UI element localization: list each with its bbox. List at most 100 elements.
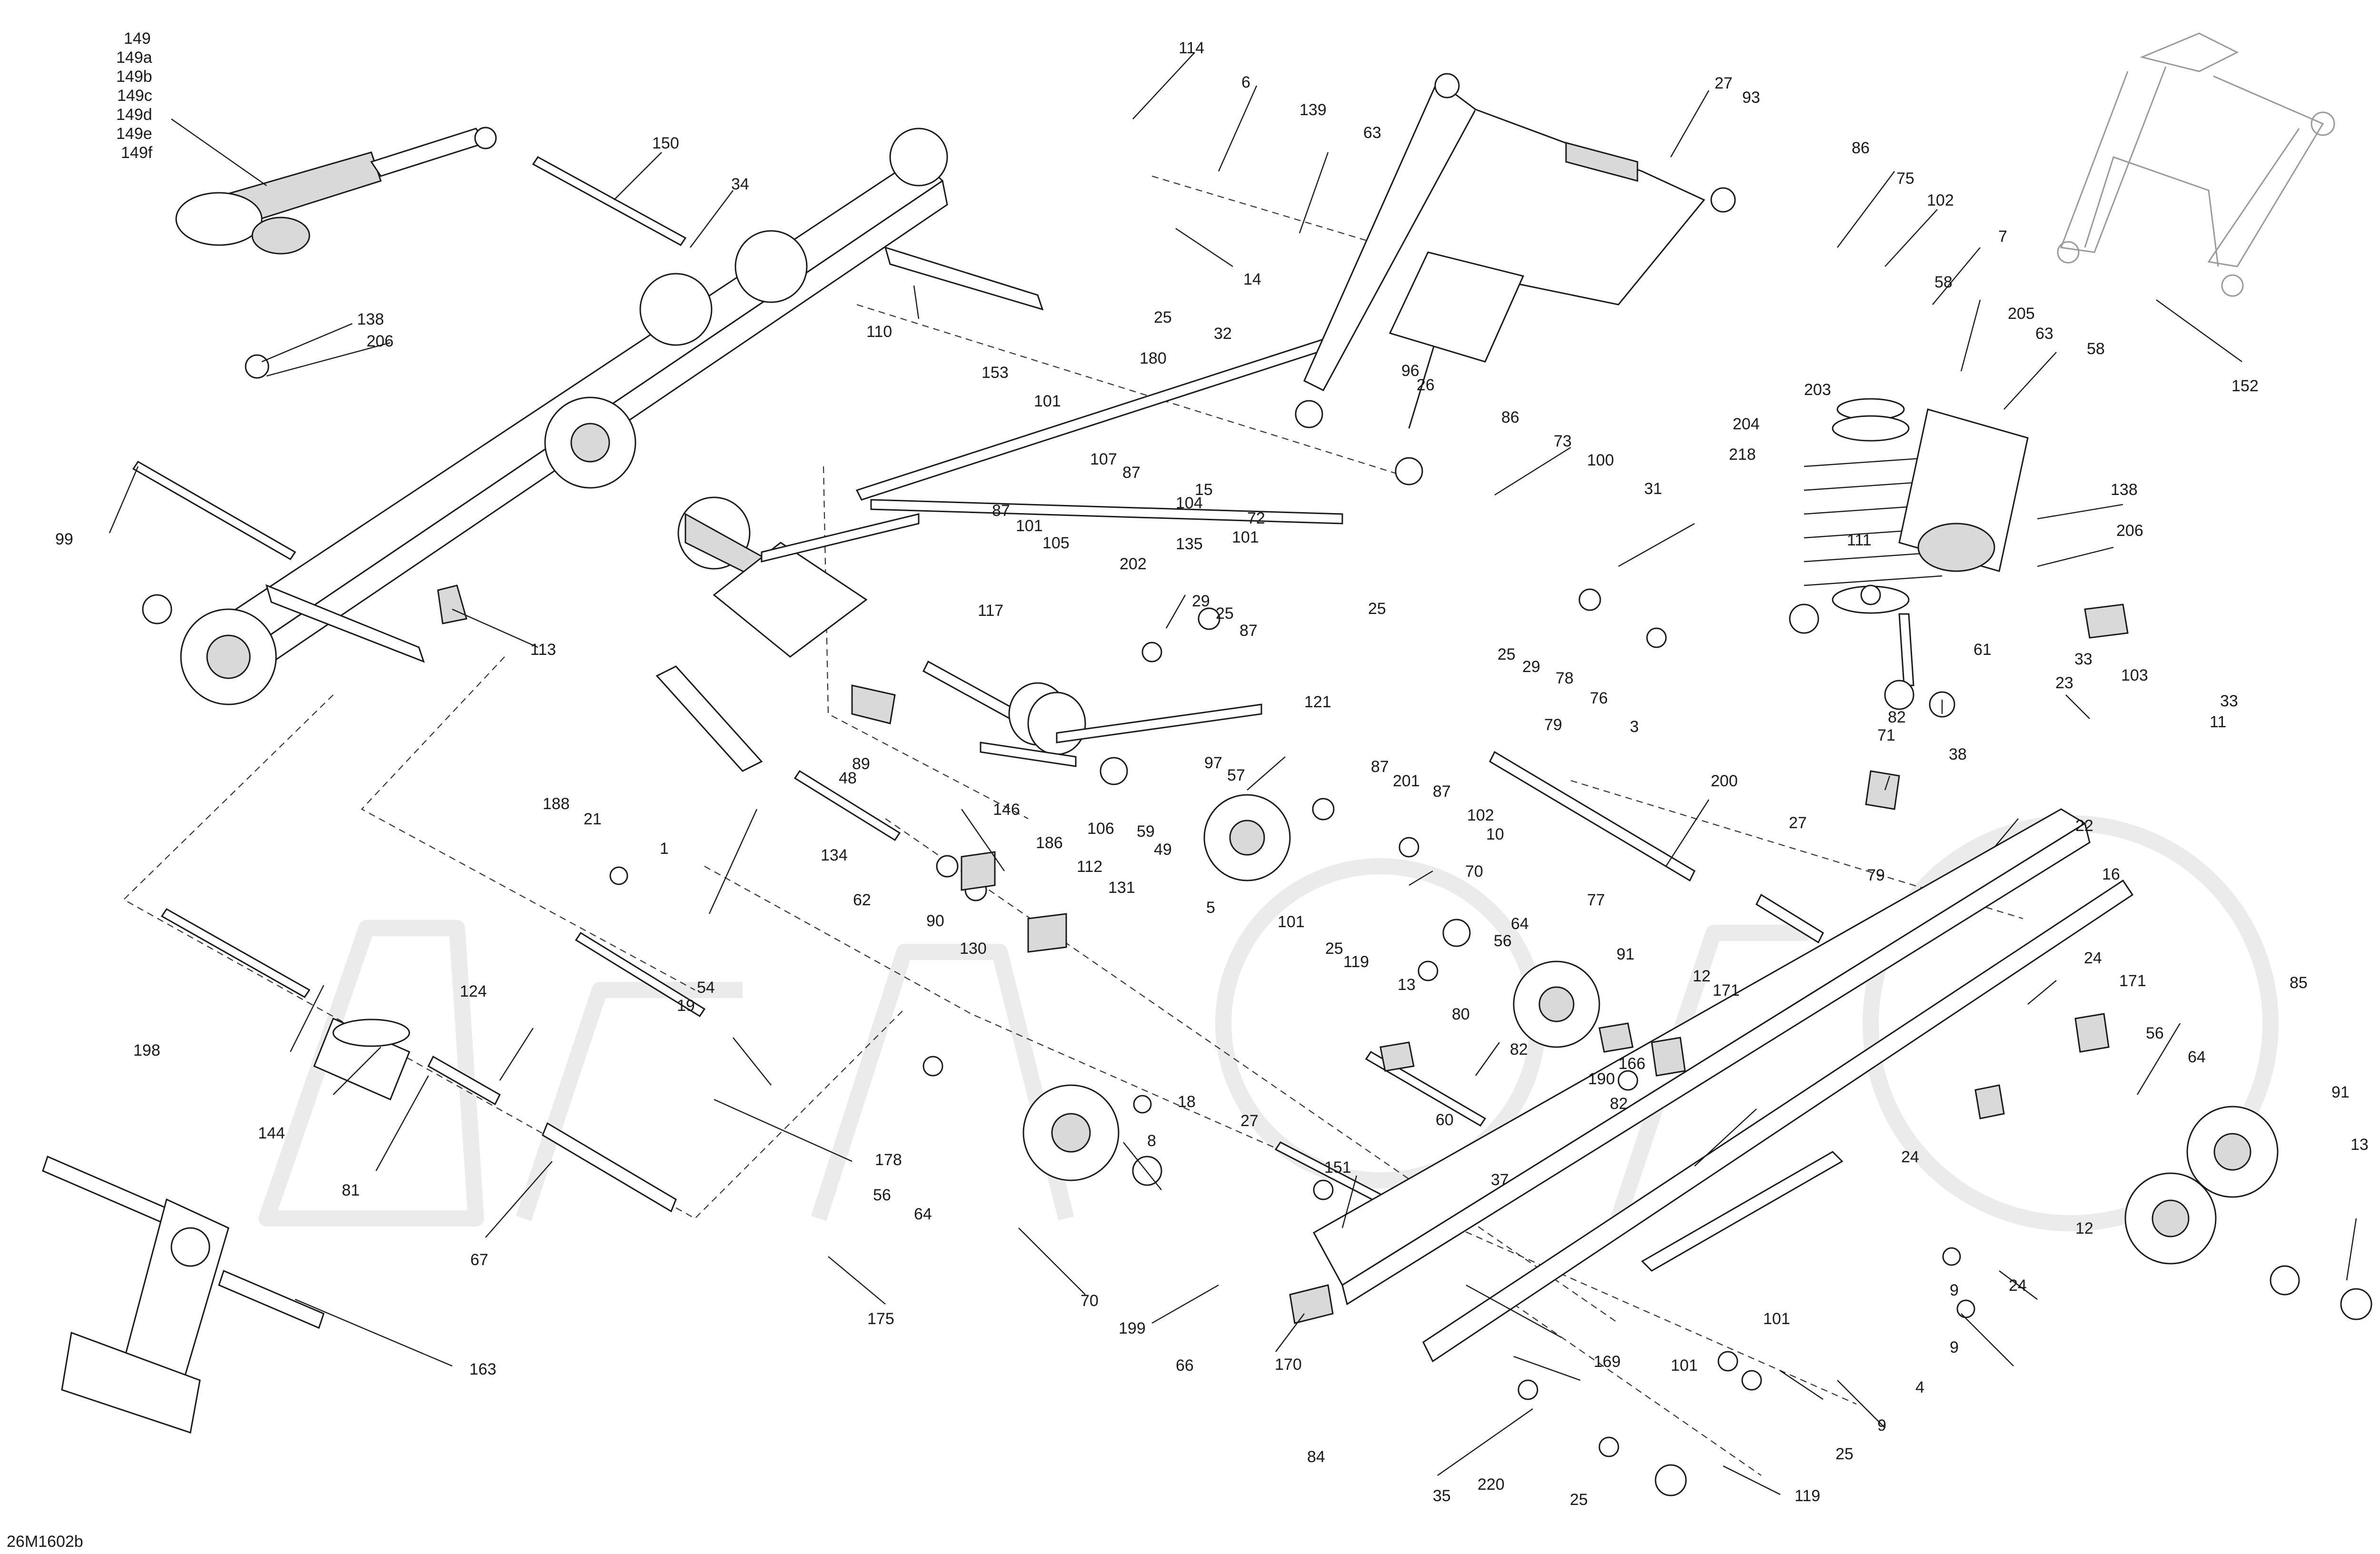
callout-label: 105 (1042, 534, 1070, 552)
rear-arm-ghost (2057, 32, 2335, 297)
stack-label: 149 (124, 30, 151, 48)
callout-label: 87 (1433, 782, 1451, 801)
callout-label: 102 (1927, 191, 1954, 209)
callout-label: 13 (2350, 1136, 2369, 1154)
callout-label: 170 (1275, 1356, 1302, 1374)
leader-lines (109, 52, 2357, 1495)
callout-label: 124 (460, 982, 487, 1000)
callout-label: 19 (677, 997, 695, 1015)
callout-label: 82 (1610, 1095, 1628, 1113)
callout-label: 204 (1733, 415, 1760, 433)
callout-label: 26 (1417, 376, 1435, 394)
callout-label: 206 (367, 332, 394, 350)
callout-label: 56 (2146, 1024, 2164, 1042)
callout-label: 111 (1847, 531, 1872, 549)
callout-label: 152 (2231, 377, 2259, 395)
rear-shock-spring (1789, 398, 2029, 718)
callout-label: 38 (1949, 745, 1967, 763)
callout-labels: 149 149a 149b 149c 149d 149e 149f 150 34… (7, 30, 2369, 1551)
callout-label: 202 (1120, 555, 1147, 573)
callout-label: 87 (1240, 622, 1258, 640)
callout-label: 203 (1804, 381, 1831, 399)
callout-label: 3 (1630, 718, 1639, 736)
callout-label: 58 (2087, 340, 2105, 358)
callout-label: 206 (2116, 522, 2143, 540)
callout-label: 218 (1729, 445, 1756, 464)
drive-axle-lower (42, 1155, 325, 1434)
callout-label: 169 (1594, 1353, 1621, 1371)
callout-label: 90 (926, 912, 944, 930)
callout-label: 62 (853, 891, 871, 909)
callout-label: 9 (1877, 1416, 1886, 1435)
callout-label: 150 (652, 134, 679, 152)
callout-label: 130 (960, 940, 987, 958)
callout-label: 24 (1901, 1148, 1919, 1166)
callout-label: 25 (1154, 308, 1172, 327)
stack-label: 149f (121, 144, 153, 162)
callout-label: 6 (1241, 73, 1250, 91)
tubes (313, 660, 1824, 1213)
callout-label: 32 (1214, 325, 1232, 343)
callout-label: 7 (1998, 228, 2007, 246)
callout-label: 101 (1034, 392, 1061, 410)
callout-label: 200 (1711, 772, 1738, 790)
callout-label: 112 (1077, 858, 1102, 876)
callout-label: 205 (2008, 305, 2035, 323)
callout-label: 188 (543, 795, 570, 813)
callout-label: 64 (914, 1205, 932, 1223)
callout-label: 96 (1401, 362, 1419, 380)
callout-label: 49 (1154, 841, 1172, 859)
callout-label: 82 (1888, 708, 1906, 726)
callout-label: 144 (258, 1124, 285, 1142)
stack-label: 149b (116, 68, 152, 86)
callout-label: 63 (2035, 325, 2053, 343)
callout-label: 29 (1522, 658, 1540, 676)
callout-label: 86 (1852, 139, 1870, 157)
callout-label: 201 (1393, 772, 1420, 790)
callout-label: 60 (1436, 1111, 1454, 1129)
callout-label: 25 (1835, 1445, 1854, 1463)
callout-label: 135 (1176, 535, 1203, 553)
callout-label: 33 (2220, 692, 2238, 710)
callout-label: 117 (978, 602, 1003, 620)
callout-label: 102 (1467, 806, 1494, 824)
callout-label: 175 (867, 1310, 894, 1328)
callout-label: 199 (1119, 1319, 1146, 1337)
callout-label: 186 (1036, 834, 1063, 852)
callout-label: 113 (530, 641, 556, 659)
callout-label: 27 (1789, 814, 1807, 832)
callout-label: 72 (1247, 509, 1265, 527)
callout-label: 101 (1016, 517, 1043, 535)
callout-label: 101 (1671, 1356, 1698, 1375)
stack-label: 149a (116, 49, 152, 67)
callout-label: 101 (1232, 528, 1259, 546)
diagram-code: 26M1602b (7, 1533, 83, 1551)
stack-label: 149e (116, 125, 152, 143)
callout-label: 25 (1216, 604, 1234, 623)
callout-label: 180 (1140, 349, 1167, 367)
callout-label: 91 (1616, 945, 1635, 963)
callout-label: 84 (1307, 1448, 1325, 1466)
callout-label: 79 (1867, 866, 1885, 884)
callout-label: 146 (993, 801, 1020, 819)
callout-label: 138 (2111, 481, 2138, 499)
callout-label: 91 (2331, 1083, 2350, 1101)
callout-label: 35 (1433, 1487, 1451, 1505)
callout-label: 77 (1587, 891, 1605, 909)
callout-label: 25 (1325, 940, 1343, 958)
callout-label: 103 (2121, 666, 2148, 684)
callout-label: 64 (1511, 915, 1529, 933)
callout-label: 99 (55, 530, 73, 548)
callout-label: 85 (2290, 974, 2308, 992)
callout-label: 25 (1368, 600, 1386, 618)
callout-label: 79 (1544, 716, 1562, 734)
callout-label: 75 (1896, 169, 1914, 188)
callout-label: 138 (357, 310, 384, 328)
callout-label: 5 (1206, 899, 1215, 917)
callout-label: 107 (1090, 450, 1117, 468)
callout-label: 14 (1243, 270, 1261, 288)
callout-label: 27 (1715, 74, 1733, 92)
callout-label: 66 (1176, 1356, 1194, 1375)
callout-label: 163 (469, 1360, 496, 1378)
